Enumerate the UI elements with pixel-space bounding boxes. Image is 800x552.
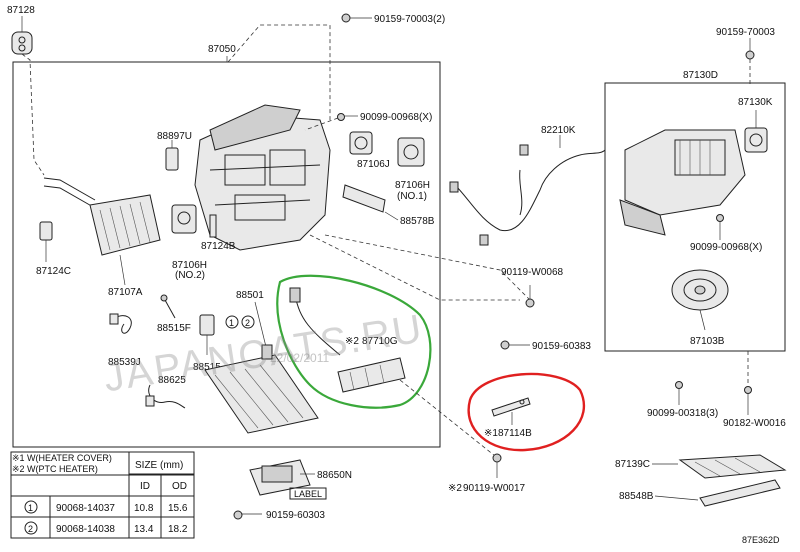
label-tag-text: LABEL <box>294 489 322 499</box>
blower-unit-frame <box>604 82 786 352</box>
part-87130k-servo[interactable] <box>744 127 768 153</box>
bolt-90159-70003[interactable] <box>745 38 755 60</box>
label-87106h-1: 87106H <box>395 180 430 191</box>
label-90099-00968-a: 90099-00968(X) <box>360 112 432 123</box>
part-87124c-clip[interactable] <box>39 221 53 241</box>
table-header-size: SIZE (mm) <box>135 460 183 471</box>
green-highlight-87710g <box>276 274 432 409</box>
label-90182-w0016: 90182-W0016 <box>723 418 786 429</box>
label-90099-00968-b: 90099-00968(X) <box>690 242 762 253</box>
size-table: SIZE (mm) ID OD 1 90068-14037 10.8 15.6 … <box>10 451 195 539</box>
part-88515-connector[interactable] <box>199 314 215 336</box>
part-88625-sensor[interactable] <box>145 384 186 409</box>
table-row-2-id: 13.4 <box>134 524 154 535</box>
label-87130k: 87130K <box>738 97 773 108</box>
label-88578b: 88578B <box>400 216 435 227</box>
part-87106h-no2-servo[interactable] <box>171 204 197 234</box>
label-88897u: 88897U <box>157 131 192 142</box>
label-90159-60303: 90159-60303 <box>266 510 325 521</box>
part-88650n-amplifier[interactable] <box>249 459 327 500</box>
part-87103b-blower-motor[interactable] <box>671 269 729 311</box>
part-87128-grommet[interactable] <box>11 31 33 55</box>
label-90119-w0017: 90119-W0017 <box>463 483 526 494</box>
bolt-90159-70003-2[interactable] <box>341 13 351 23</box>
part-88539j-wire[interactable] <box>109 313 132 334</box>
label-87050: 87050 <box>208 44 236 55</box>
label-mark1-87114b: ※1 <box>484 428 498 439</box>
label-87710g: 87710G <box>362 336 398 347</box>
part-88501-evaporator[interactable] <box>204 344 319 434</box>
label-88539j: 88539J <box>108 357 141 368</box>
label-87114b: 87114B <box>498 428 532 439</box>
screw-90099-00968-b[interactable] <box>716 214 724 222</box>
screw-90182-w0016[interactable] <box>744 386 752 394</box>
screw-90099-00318[interactable] <box>675 381 683 389</box>
label-90159-70003: 90159-70003 <box>716 27 775 38</box>
part-87050-heater-housing[interactable] <box>194 104 331 251</box>
table-header-od: OD <box>172 481 187 492</box>
label-mark2-87710g: ※2 <box>345 336 359 347</box>
part-87710g-ptc-heater[interactable] <box>289 287 406 393</box>
bolt-90119-w0068[interactable] <box>525 285 535 308</box>
bolt-90119-w0017[interactable] <box>492 453 502 478</box>
bolt-90159-60383[interactable] <box>500 340 510 350</box>
note-1: ※1 W(HEATER COVER) <box>12 453 112 463</box>
label-no1: (NO.1) <box>397 191 427 202</box>
label-87128: 87128 <box>7 5 35 16</box>
watermark-date: 22/02/2011 <box>270 351 329 365</box>
table-row-2-od: 18.2 <box>168 524 188 535</box>
label-87106h-2: 87106H <box>172 260 207 271</box>
label-mark2-90119: ※2 <box>448 483 462 494</box>
table-row-1-mark: 1 <box>28 503 33 513</box>
table-row-2-mark: 2 <box>28 524 33 534</box>
label-88515f: 88515F <box>157 323 191 334</box>
part-88515f-bolt[interactable] <box>160 294 176 319</box>
label-82210k: 82210K <box>541 125 576 136</box>
label-87139c: 87139C <box>615 459 650 470</box>
label-87130d: 87130D <box>683 70 718 81</box>
heater-unit-frame <box>12 61 441 448</box>
table-row-2-part: 90068-14038 <box>56 524 115 535</box>
label-no2: (NO.2) <box>175 270 205 281</box>
label-90159-70003-2: 90159-70003(2) <box>374 14 445 25</box>
washer-mark-2[interactable]: 2 <box>241 315 255 329</box>
bolt-90159-60303[interactable] <box>233 510 243 520</box>
diagram-code: 87E362D <box>742 535 780 545</box>
part-87106h-no1-servo[interactable] <box>397 137 425 167</box>
part-88548b-seal[interactable] <box>699 479 781 507</box>
table-header-id: ID <box>140 481 150 492</box>
label-90159-60383: 90159-60383 <box>532 341 591 352</box>
note-2: ※2 W(PTC HEATER) <box>12 464 98 474</box>
label-90099-00318: 90099-00318(3) <box>647 408 718 419</box>
label-88548b: 88548B <box>619 491 654 502</box>
table-row-1-id: 10.8 <box>134 503 154 514</box>
label-87106j: 87106J <box>357 159 390 170</box>
part-88897u-clip[interactable] <box>165 147 179 171</box>
part-87124b-seal[interactable] <box>209 214 217 238</box>
label-88515: 88515 <box>193 362 221 373</box>
label-88501: 88501 <box>236 290 264 301</box>
label-87124b: 87124B <box>201 241 236 252</box>
label-87124c: 87124C <box>36 266 71 277</box>
part-87139c-filter[interactable] <box>678 454 787 479</box>
part-82210k-wire-harness[interactable] <box>449 144 606 246</box>
part-87106j-servo[interactable] <box>349 131 373 155</box>
part-87130d-blower-case[interactable] <box>619 129 746 236</box>
part-87114b-heater-cover[interactable] <box>491 397 531 417</box>
table-row-1-od: 15.6 <box>168 503 188 514</box>
label-87103b: 87103B <box>690 336 725 347</box>
svg-text:2: 2 <box>245 318 250 328</box>
label-88625: 88625 <box>158 375 186 386</box>
part-88578b-seal[interactable] <box>342 184 386 213</box>
label-88650n: 88650N <box>317 470 352 481</box>
part-87107a-heater-core[interactable] <box>43 177 161 256</box>
label-87107a: 87107A <box>108 287 143 298</box>
svg-text:1: 1 <box>229 318 234 328</box>
table-row-1-part: 90068-14037 <box>56 503 115 514</box>
red-highlight-87114b <box>467 372 586 452</box>
screw-90099-00968-a[interactable] <box>337 113 345 121</box>
label-90119-w0068: 90119-W0068 <box>501 267 564 278</box>
washer-mark-1[interactable]: 1 <box>225 315 239 329</box>
